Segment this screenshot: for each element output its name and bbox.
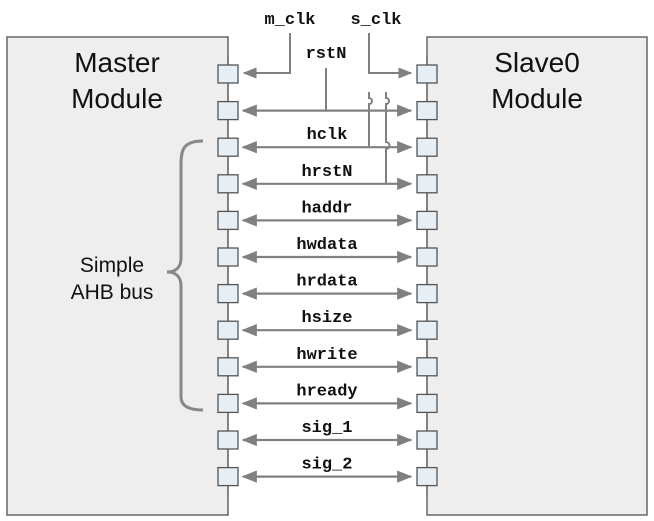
s-clk-wire (368, 33, 413, 79)
signal-label-hrstn: hrstN (301, 163, 352, 182)
master-port-6 (217, 283, 239, 304)
bus-group-label-line2: AHB bus (71, 281, 154, 304)
slave-port-11 (416, 466, 438, 487)
master-port-4 (217, 210, 239, 231)
master-port-8 (217, 357, 239, 377)
m-clk-label: m_clk (264, 11, 315, 30)
slave-module (426, 36, 648, 516)
slave-title-line1: Slave0 (494, 47, 580, 78)
ports (217, 56, 438, 495)
s-clk-label: s_clk (350, 11, 401, 30)
slave-port-7 (416, 320, 438, 340)
rstn-label: rstN (306, 45, 347, 64)
slave-port-0 (416, 64, 438, 84)
slave-title-line2: Module (491, 83, 583, 114)
master-port-2 (217, 137, 239, 157)
signal-label-hready: hready (296, 382, 357, 401)
master-port-0 (217, 64, 239, 84)
signal-label-sig-1: sig_1 (301, 419, 352, 438)
bus-lines (241, 104, 413, 483)
slave-port-9 (416, 393, 438, 414)
signal-label-hclk: hclk (307, 126, 348, 145)
signal-label-sig-2: sig_2 (301, 456, 352, 475)
ahb-bus-brace (166, 139, 204, 412)
slave-port-10 (416, 430, 438, 450)
signal-label-hwdata: hwdata (296, 236, 357, 255)
slave-port-8 (416, 357, 438, 377)
hrstn-feed-wire (385, 92, 391, 183)
bus-group-label-line1: Simple (80, 254, 144, 277)
slave-port-2 (416, 137, 438, 157)
slave-port-4 (416, 210, 438, 231)
master-module (6, 36, 229, 516)
signal-label-hsize: hsize (301, 309, 352, 328)
slave-port-1 (416, 100, 438, 121)
master-title-line1: Master (74, 47, 160, 78)
master-port-9 (217, 393, 239, 414)
master-port-1 (217, 100, 239, 121)
slave-port-3 (416, 174, 438, 194)
signal-label-hrdata: hrdata (296, 273, 357, 292)
signal-labels: hclk hrstN haddr hwdata hrdata hsize hwrite hre… (296, 126, 357, 474)
m-clk-wire (242, 33, 291, 79)
signal-label-hwrite: hwrite (296, 346, 357, 365)
hclk-feed-wire (368, 92, 373, 146)
master-port-3 (217, 174, 239, 194)
slave-port-6 (416, 283, 438, 304)
master-port-7 (217, 320, 239, 340)
master-port-5 (217, 247, 239, 267)
master-port-10 (217, 430, 239, 450)
master-title-line2: Module (71, 83, 163, 114)
signal-label-haddr: haddr (301, 199, 352, 218)
master-port-11 (217, 466, 239, 487)
slave-port-5 (416, 247, 438, 267)
